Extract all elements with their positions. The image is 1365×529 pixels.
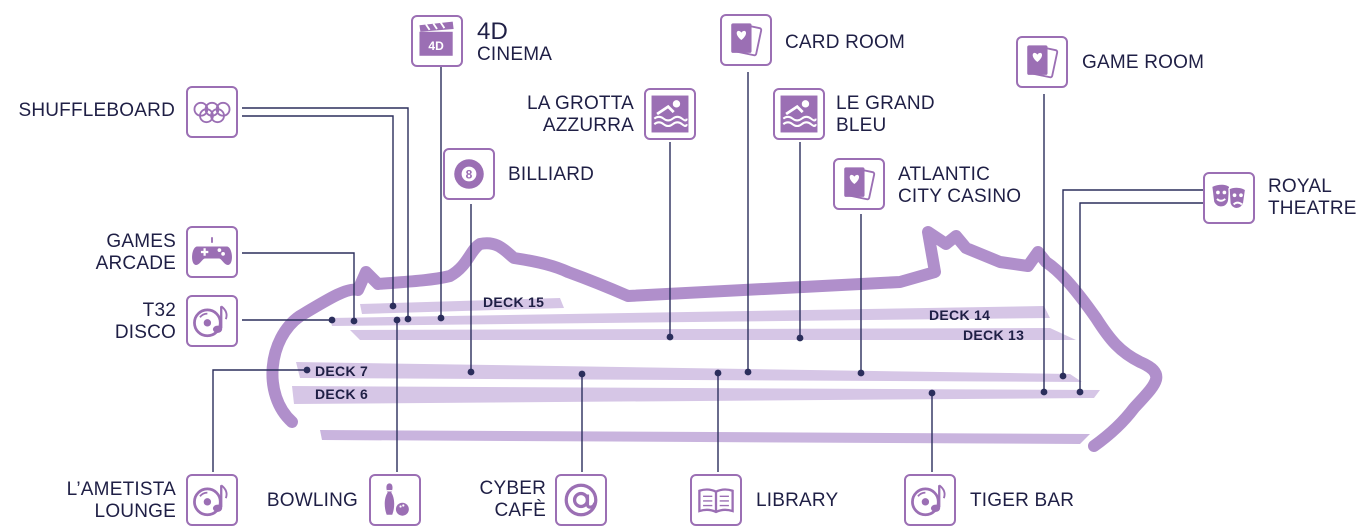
- theatre-masks-icon: [1203, 172, 1255, 224]
- book-icon: [690, 474, 742, 526]
- ship-hull-outline: [266, 226, 1163, 452]
- deck-15-label: DECK 15: [483, 294, 545, 310]
- connector-ametista: [212, 369, 307, 472]
- tiger-label: TIGER BAR: [970, 490, 1075, 511]
- deck-14-band: [330, 306, 1050, 326]
- at-sign-icon: [555, 474, 607, 526]
- svg-text:8: 8: [466, 168, 473, 182]
- card-room-label: CARD ROOM: [785, 32, 906, 53]
- dot-ametista: [303, 366, 311, 374]
- deck-14-label: DECK 14: [929, 307, 991, 323]
- dot-billiard: [467, 368, 475, 376]
- eight-ball-icon: 8: [443, 148, 495, 200]
- connector-theatre-1: [1062, 189, 1203, 376]
- dot-library: [714, 369, 722, 377]
- billiard-label: BILLIARD: [508, 164, 595, 185]
- dot-card-room: [744, 368, 752, 376]
- connector-arcade: [242, 252, 355, 320]
- playing-cards-icon: [833, 158, 885, 210]
- connector-shuffleboard-1: [242, 107, 409, 318]
- dot-grotta: [666, 333, 674, 341]
- library-label: LIBRARY: [756, 490, 839, 511]
- deck-7-band: [296, 362, 1082, 382]
- svg-text:4D: 4D: [428, 39, 444, 53]
- dot-cinema: [437, 314, 445, 322]
- dot-grand-bleu: [796, 334, 804, 342]
- bowling-icon: [369, 474, 421, 526]
- gamepad-icon: [186, 226, 238, 278]
- deck-13-label: DECK 13: [963, 327, 1025, 343]
- dot-theatre-1: [1059, 372, 1067, 380]
- deck-15-band: [360, 298, 564, 314]
- dot-cyber: [578, 370, 586, 378]
- dot-casino: [857, 369, 865, 377]
- dot-game-room: [1040, 388, 1048, 396]
- rings-icon: [186, 86, 238, 138]
- pool-swimmer-icon: [773, 88, 825, 140]
- deck-6-band: [292, 386, 1100, 404]
- music-disc-icon: [904, 474, 956, 526]
- bowling-label: BOWLING: [266, 490, 358, 511]
- dot-disco: [328, 316, 336, 324]
- deck-6-label: DECK 6: [315, 386, 369, 402]
- pool-swimmer-icon: [644, 88, 696, 140]
- game-room-label: GAME ROOM: [1082, 52, 1205, 73]
- connector-shuffleboard-2: [242, 115, 394, 306]
- dot-theatre-2: [1076, 388, 1084, 396]
- deck-13-band: [350, 328, 1076, 340]
- dot-arcade: [350, 317, 358, 325]
- dot-shuffleboard-1: [404, 315, 412, 323]
- dot-tiger: [928, 389, 936, 397]
- dot-shuffleboard-2: [389, 302, 397, 310]
- lower-deck-band: [320, 430, 1090, 444]
- playing-cards-icon: [1016, 36, 1068, 88]
- dot-bowling: [393, 316, 401, 324]
- connector-theatre-2: [1079, 202, 1203, 392]
- film-4d-icon: 4D: [411, 15, 463, 67]
- playing-cards-icon: [720, 14, 772, 66]
- music-disc-icon: [186, 295, 238, 347]
- shuffleboard-label: SHUFFLEBOARD: [18, 100, 175, 121]
- music-disc-icon: [186, 474, 238, 526]
- deck-7-label: DECK 7: [315, 363, 369, 379]
